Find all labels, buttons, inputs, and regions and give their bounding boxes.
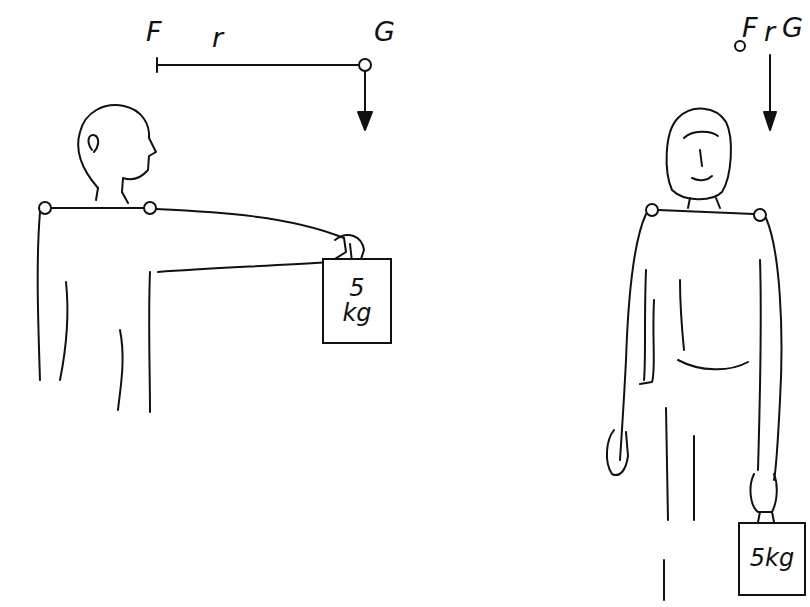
head-outline xyxy=(667,109,731,200)
force-label: F xyxy=(146,18,162,45)
arrow-head xyxy=(358,112,372,130)
torso-line xyxy=(644,270,646,380)
force-label: F xyxy=(742,14,758,41)
shoulder-line xyxy=(51,207,144,209)
force-label: G xyxy=(782,14,803,41)
neck xyxy=(96,188,128,203)
arm-line xyxy=(60,282,67,380)
arm-line xyxy=(758,260,761,470)
weight-label: 5kg xyxy=(750,546,794,571)
shoulder-joint xyxy=(646,204,658,216)
arm-outline xyxy=(620,214,646,460)
head-outline xyxy=(78,105,156,192)
torso-line xyxy=(118,330,123,410)
torso-line xyxy=(148,272,151,412)
pivot-tick xyxy=(156,58,158,72)
weight-box: 5kg xyxy=(738,522,806,596)
leg-line xyxy=(664,408,668,600)
shoulder-joint xyxy=(754,209,766,221)
shoulder-joint xyxy=(144,202,156,214)
force-label: r xyxy=(212,24,223,51)
arm-outline xyxy=(766,218,781,480)
shoulder-line xyxy=(658,210,754,214)
load-point xyxy=(735,41,745,51)
force-label: G xyxy=(374,18,395,45)
arm-line xyxy=(640,300,654,384)
weight-box: 5 kg xyxy=(322,258,392,344)
force-label: r xyxy=(764,18,775,45)
lever-arm xyxy=(157,64,359,66)
face xyxy=(684,132,718,180)
torso-line xyxy=(680,280,684,350)
neck xyxy=(688,198,720,208)
weight-handle xyxy=(758,512,774,522)
ear xyxy=(89,135,99,152)
arm-outline xyxy=(156,209,346,272)
arrow-head xyxy=(764,112,776,130)
hand xyxy=(607,430,628,475)
leg-line xyxy=(693,436,695,520)
back-outline xyxy=(38,212,40,380)
belt-line xyxy=(678,360,748,369)
weight-label: 5 kg xyxy=(335,276,379,326)
hand xyxy=(751,474,777,512)
load-point xyxy=(359,59,371,71)
